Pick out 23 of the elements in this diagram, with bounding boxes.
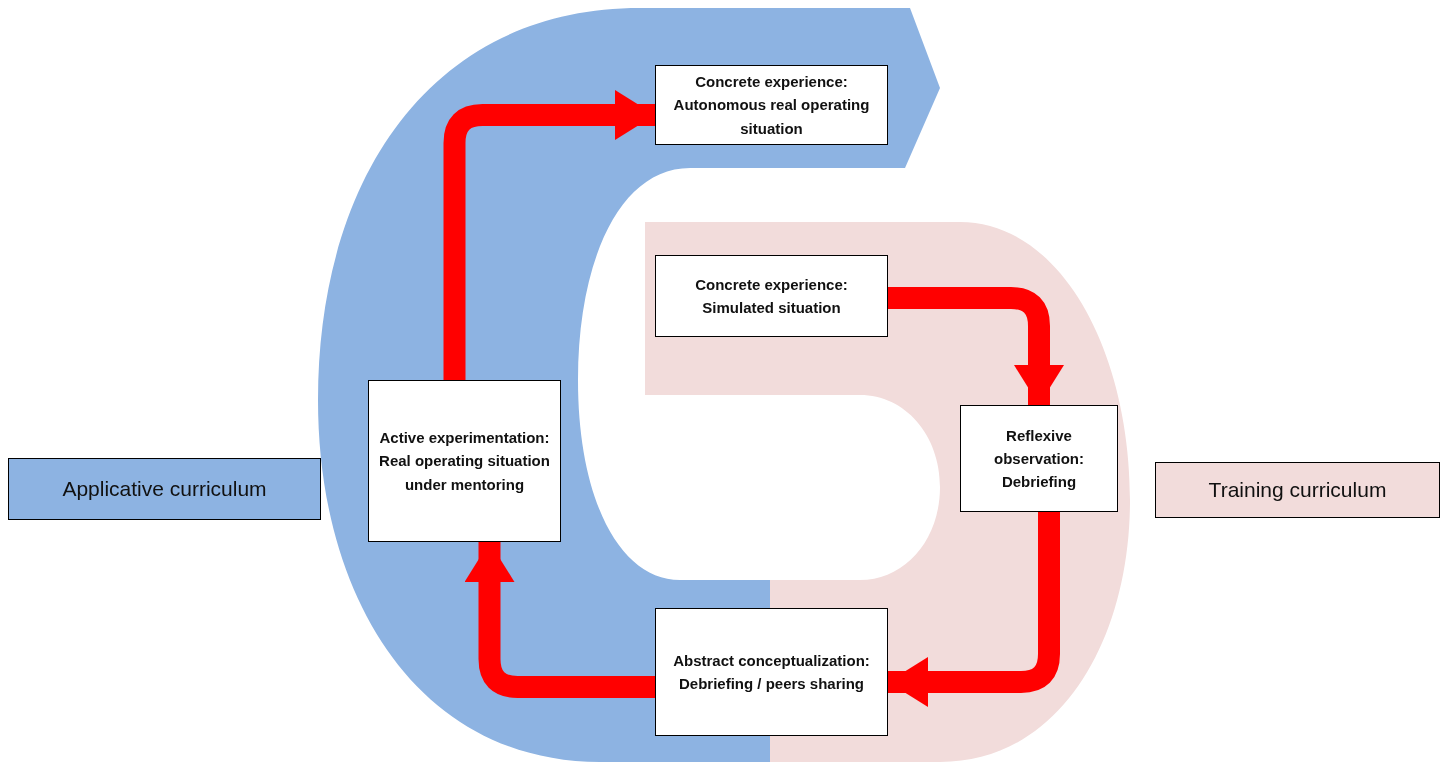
- stage-heading: Training curriculum: [1207, 476, 1388, 503]
- curved-arrow: [888, 512, 1060, 707]
- stage-heading: Concrete experience:: [694, 274, 849, 295]
- stage-description: Debriefing: [1000, 472, 1078, 493]
- curved-arrow: [464, 542, 655, 698]
- stage-heading: Concrete experience:: [694, 72, 849, 93]
- stage-box: [655, 255, 888, 337]
- stage-box: [960, 405, 1118, 512]
- stage-heading: Abstract conceptualization:: [672, 650, 871, 671]
- curved-arrow: [888, 287, 1064, 405]
- stage-box: [655, 65, 888, 145]
- stage-box: [368, 380, 561, 542]
- stage-box: [655, 608, 888, 736]
- stage-heading: Reflexive observation:: [993, 425, 1085, 469]
- curved-arrow: [443, 90, 655, 380]
- stage-description: Real operating situation under mentoring: [378, 451, 551, 495]
- stage-description: Debriefing / peers sharing: [677, 674, 865, 694]
- stage-heading: Applicative curriculum: [61, 475, 268, 502]
- stage-heading: Active experimentation:: [378, 428, 551, 449]
- stage-description: Simulated situation: [701, 298, 842, 318]
- curriculum-box: [1155, 462, 1440, 518]
- curriculum-box: [8, 458, 321, 520]
- stage-description: Autonomous real operating situation: [672, 95, 871, 139]
